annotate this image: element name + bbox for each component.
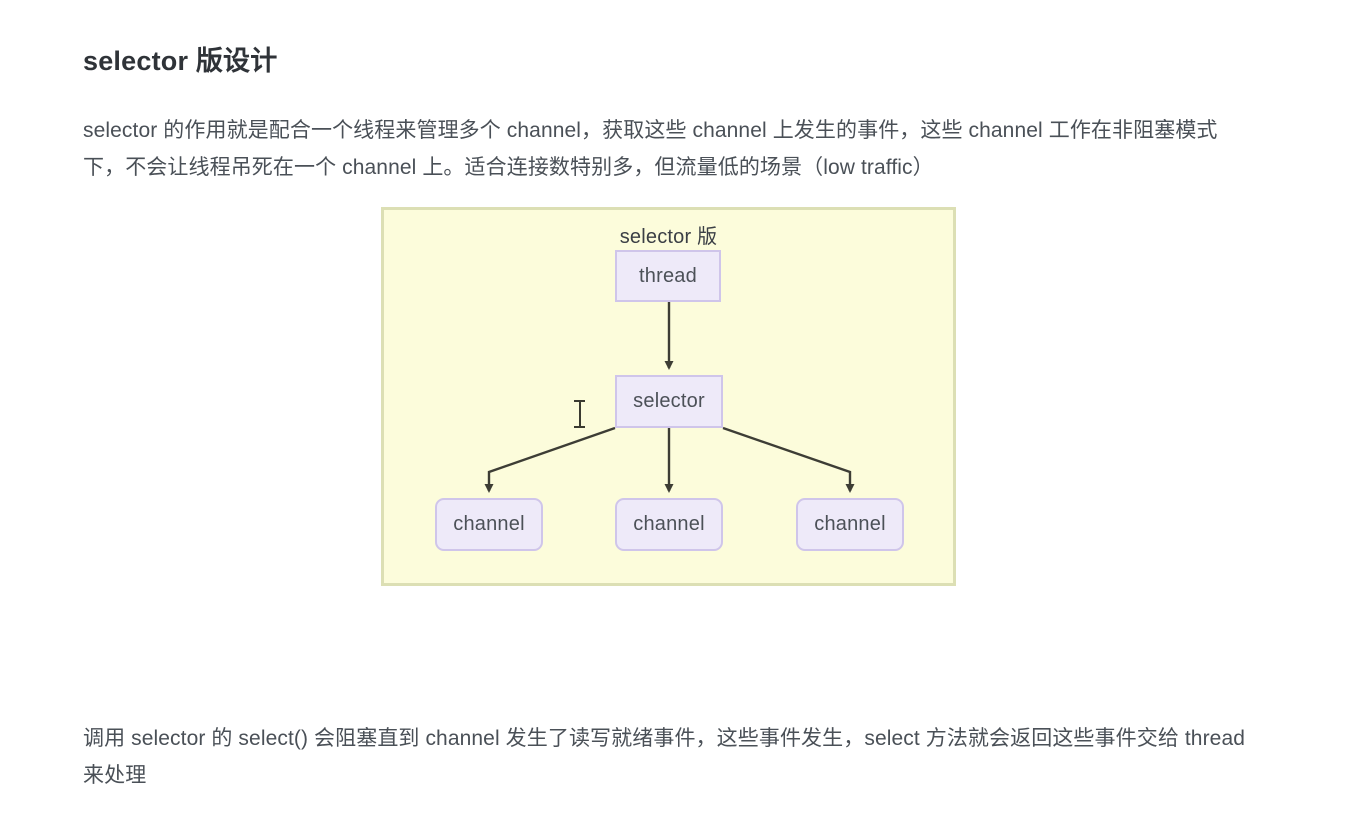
edge-selector-to-channel-3 [722,426,855,493]
node-channel-3: channel [796,498,904,551]
page-title: selector 版设计 [83,46,278,77]
intro-paragraph: selector 的作用就是配合一个线程来管理多个 channel，获取这些 c… [83,119,1218,179]
text-cursor-bottom-serif [574,426,585,428]
diagram-title: selector 版 [619,226,718,248]
node-channel-2: channel [615,498,723,551]
text-cursor-stem [579,400,581,428]
text-cursor-icon [574,400,585,428]
node-selector: selector [615,375,723,428]
edge-selector-to-channel-1 [484,426,616,493]
selector-architecture-diagram: selector 版 thread selector channel chann… [381,207,956,586]
outro-paragraph: 调用 selector 的 select() 会阻塞直到 channel 发生了… [83,727,1246,787]
node-thread: thread [615,250,721,302]
node-channel-1: channel [435,498,543,551]
